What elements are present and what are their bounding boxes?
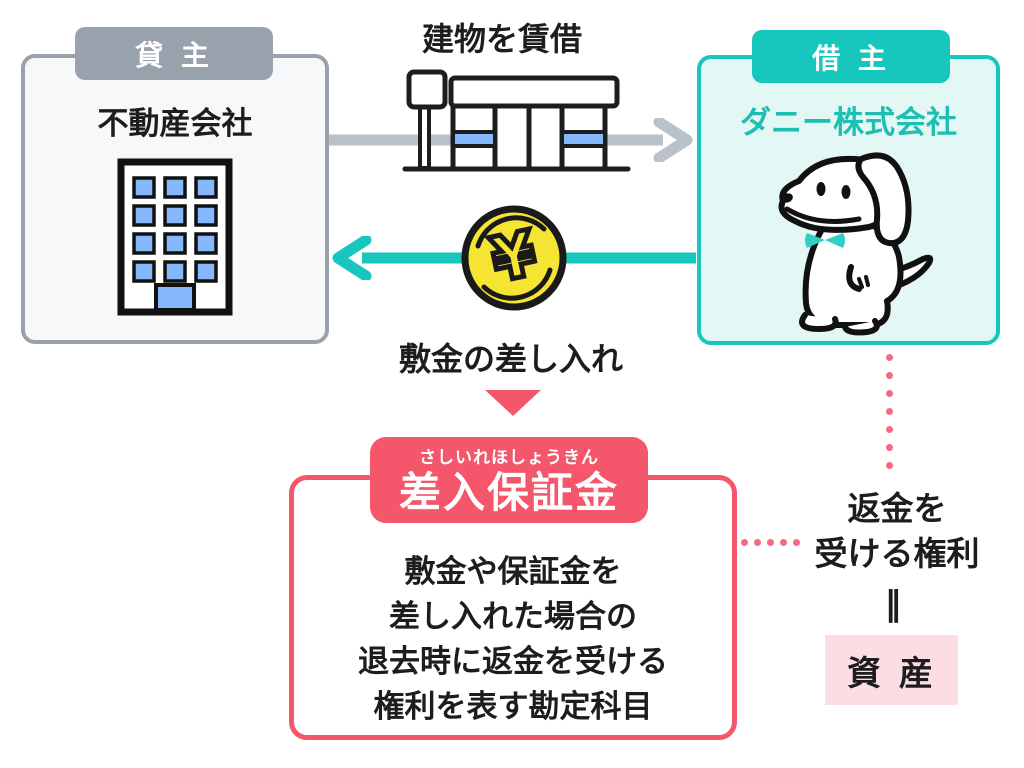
description-line: 敷金や保証金を (404, 554, 622, 590)
term-badge: さしいれほしょうきん 差入保証金 (370, 437, 648, 523)
lessor-name: 不動産会社 (97, 106, 253, 142)
lessee-box: 借 主 ダニー株式会社 (697, 30, 1000, 345)
yen-coin-icon: ¥ (458, 202, 570, 314)
refund-dotted-line-vertical (886, 354, 893, 469)
refund-right-label-line1: 返金を (847, 489, 947, 528)
lessor-tab: 貸 主 (75, 27, 273, 80)
description-line: 差し入れた場合の (389, 599, 637, 635)
yen-symbol: ¥ (482, 213, 544, 298)
lessee-tab: 借 主 (752, 30, 950, 83)
lessee-name: ダニー株式会社 (740, 105, 957, 141)
asset-badge: 資 産 (825, 635, 958, 705)
lessor-box: 貸 主 不動産会社 (21, 27, 329, 344)
refund-dotted-line-horizontal (741, 539, 800, 546)
description-line: 権利を表す勘定科目 (373, 689, 653, 725)
refund-right-label: 返金を 受ける権利 (797, 486, 997, 576)
office-building-icon (117, 158, 233, 316)
asset-label: 資 産 (847, 653, 936, 694)
deposit-flow-label: 敷金の差し入れ (398, 340, 623, 378)
equals-symbol: ‖ (884, 584, 902, 624)
term-title: 差入保証金 (398, 468, 619, 517)
lease-flow-label: 建物を賃借 (421, 20, 582, 58)
term-furigana: さしいれほしょうきん (419, 448, 599, 468)
dog-mascot (778, 152, 934, 336)
description-line: 退去時に返金を受ける (358, 644, 668, 680)
down-triangle-icon (485, 390, 541, 416)
refund-right-label-line2: 受ける権利 (814, 534, 980, 573)
storefront-icon (402, 69, 631, 172)
